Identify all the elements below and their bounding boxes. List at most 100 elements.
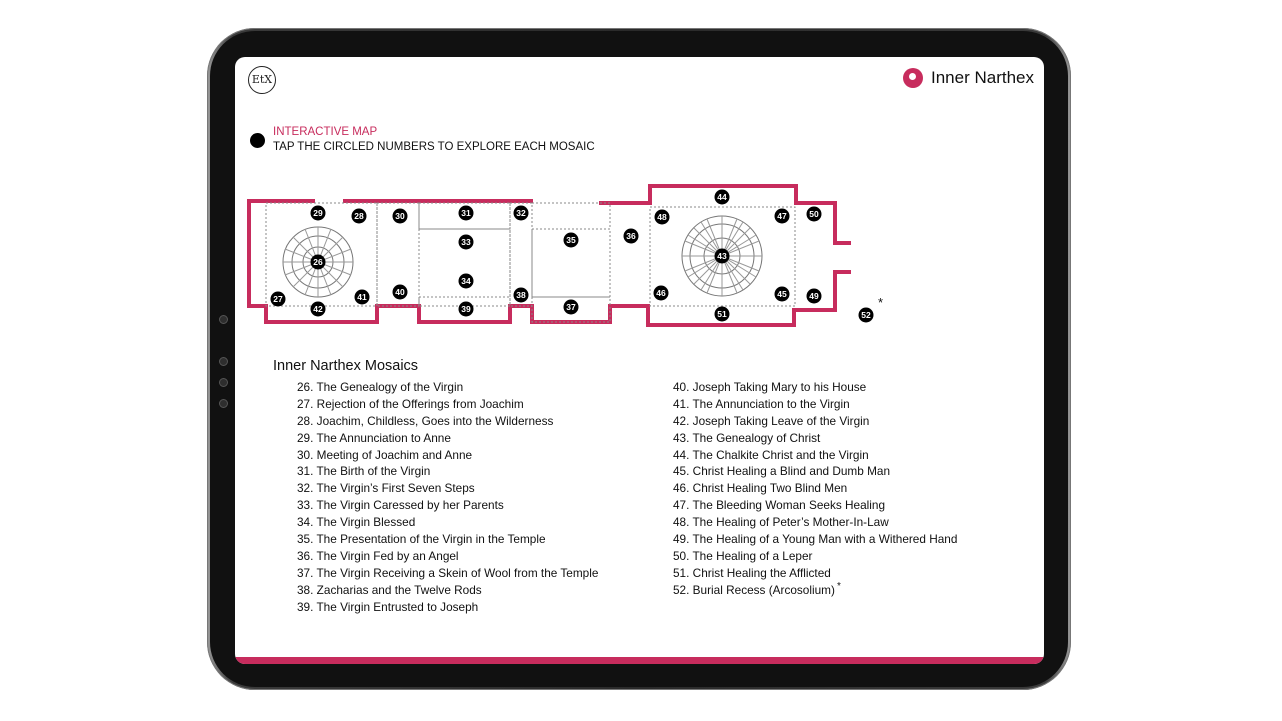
list-item[interactable]: 47. The Bleeding Woman Seeks Healing (673, 498, 886, 513)
svg-text:49: 49 (809, 291, 819, 301)
mosaic-marker-39[interactable]: 39 (458, 301, 474, 317)
map-title: INTERACTIVE MAP (273, 126, 378, 138)
map-bullet-icon (250, 133, 265, 148)
camera-icon (219, 357, 228, 366)
map-header: INTERACTIVE MAP TAP THE CIRCLED NUMBERS … (273, 125, 595, 154)
list-item[interactable]: 40. Joseph Taking Mary to his House (673, 380, 867, 394)
list-item[interactable]: 41. The Annunciation to the Virgin (673, 396, 850, 411)
mosaic-marker-33[interactable]: 33 (458, 234, 474, 250)
list-item[interactable]: 31. The Birth of the Virgin (297, 464, 431, 479)
svg-text:51: 51 (717, 309, 727, 319)
location-pin-icon (903, 68, 923, 88)
mosaic-marker-46[interactable]: 46 (653, 285, 669, 301)
marker-52-footnote-star: * (878, 295, 883, 310)
list-item[interactable]: 49. The Healing of a Young Man with a Wi… (673, 532, 958, 547)
list-item[interactable]: 30. Meeting of Joachim and Anne (297, 447, 473, 462)
list-item[interactable]: 38. Zacharias and the Twelve Rods (297, 582, 482, 597)
svg-text:29: 29 (313, 208, 323, 218)
list-item-text: 52. Burial Recess (Arcosolium) (673, 582, 835, 597)
mosaic-marker-40[interactable]: 40 (392, 284, 408, 300)
plan-rooms (265, 202, 796, 323)
svg-text:48: 48 (657, 212, 667, 222)
svg-text:34: 34 (461, 276, 471, 286)
floor-plan-map: 26 27 28 29 30 31 32 33 34 35 36 37 38 3… (247, 184, 883, 327)
mosaic-marker-32[interactable]: 32 (513, 205, 529, 221)
svg-text:43: 43 (717, 251, 727, 261)
mosaic-marker-31[interactable]: 31 (458, 205, 474, 221)
mosaic-marker-49[interactable]: 49 (806, 288, 822, 304)
mosaic-list-right: 40. Joseph Taking Mary to his House 41. … (673, 379, 957, 599)
location-title: Inner Narthex (931, 68, 1034, 87)
svg-text:46: 46 (656, 288, 666, 298)
side-button (219, 378, 228, 387)
list-item[interactable]: 48. The Healing of Peter’s Mother-In-Law (673, 515, 889, 530)
svg-text:52: 52 (861, 310, 871, 320)
list-item[interactable]: 42. Joseph Taking Leave of the Virgin (673, 413, 870, 428)
svg-text:32: 32 (516, 208, 526, 218)
app-screen: EtX Inner Narthex INTERACTIVE MAP TAP TH… (235, 57, 1044, 664)
list-item[interactable]: 51. Christ Healing the Afflicted (673, 565, 831, 580)
list-item[interactable]: 34. The Virgin Blessed (297, 515, 416, 530)
mosaic-list-heading: Inner Narthex Mosaics (273, 358, 419, 374)
list-item[interactable]: 27. Rejection of the Offerings from Joac… (297, 396, 524, 411)
mosaic-marker-45[interactable]: 45 (774, 286, 790, 302)
mosaic-marker-44[interactable]: 44 (714, 189, 730, 205)
side-button (219, 399, 228, 408)
bottom-accent-bar (235, 657, 1044, 664)
mosaic-marker-41[interactable]: 41 (354, 289, 370, 305)
app-logo[interactable]: EtX (248, 66, 276, 94)
svg-text:50: 50 (809, 209, 819, 219)
mosaic-marker-43[interactable]: 43 (714, 248, 730, 264)
mosaic-marker-51[interactable]: 51 (714, 306, 730, 322)
mosaic-marker-50[interactable]: 50 (806, 206, 822, 222)
list-item[interactable]: 37. The Virgin Receiving a Skein of Wool… (297, 565, 599, 580)
svg-text:27: 27 (273, 294, 283, 304)
svg-text:28: 28 (354, 211, 364, 221)
list-item[interactable]: 43. The Genealogy of Christ (673, 430, 821, 445)
mosaic-marker-35[interactable]: 35 (563, 232, 579, 248)
list-item[interactable]: 45. Christ Healing a Blind and Dumb Man (673, 464, 891, 479)
svg-text:45: 45 (777, 289, 787, 299)
list-item[interactable]: 50. The Healing of a Leper (673, 548, 813, 563)
list-item[interactable]: 44. The Chalkite Christ and the Virgin (673, 447, 869, 462)
mosaic-marker-27[interactable]: 27 (270, 291, 286, 307)
side-button (219, 315, 228, 324)
list-item[interactable]: 35. The Presentation of the Virgin in th… (297, 532, 546, 547)
svg-text:36: 36 (626, 231, 636, 241)
list-item[interactable]: 39. The Virgin Entrusted to Joseph (297, 599, 479, 614)
svg-text:41: 41 (357, 292, 367, 302)
map-instructions: TAP THE CIRCLED NUMBERS TO EXPLORE EACH … (273, 140, 595, 153)
svg-text:38: 38 (516, 290, 526, 300)
mosaic-marker-38[interactable]: 38 (513, 287, 529, 303)
mosaic-marker-37[interactable]: 37 (563, 299, 579, 315)
footnote-star: * (836, 580, 841, 592)
mosaic-marker-29[interactable]: 29 (310, 205, 326, 221)
list-item[interactable]: 52. Burial Recess (Arcosolium)* (673, 580, 957, 599)
list-item[interactable]: 28. Joachim, Childless, Goes into the Wi… (297, 413, 554, 428)
svg-text:26: 26 (313, 257, 323, 267)
list-item[interactable]: 26. The Genealogy of the Virgin (297, 380, 464, 394)
location-indicator: Inner Narthex (903, 68, 1034, 88)
mosaic-marker-48[interactable]: 48 (654, 209, 670, 225)
svg-text:37: 37 (566, 302, 576, 312)
list-item[interactable]: 36. The Virgin Fed by an Angel (297, 548, 459, 563)
svg-text:40: 40 (395, 287, 405, 297)
mosaic-marker-28[interactable]: 28 (351, 208, 367, 224)
mosaic-marker-47[interactable]: 47 (774, 208, 790, 224)
mosaic-marker-36[interactable]: 36 (623, 228, 639, 244)
svg-text:30: 30 (395, 211, 405, 221)
dome-26 (282, 226, 354, 298)
list-item[interactable]: 32. The Virgin’s First Seven Steps (297, 481, 475, 496)
svg-text:42: 42 (313, 304, 323, 314)
svg-text:31: 31 (461, 208, 471, 218)
mosaic-marker-42[interactable]: 42 (310, 301, 326, 317)
mosaic-marker-52[interactable]: 52 (858, 307, 874, 323)
mosaic-marker-30[interactable]: 30 (392, 208, 408, 224)
mosaic-marker-26[interactable]: 26 (310, 254, 326, 270)
svg-text:47: 47 (777, 211, 787, 221)
list-item[interactable]: 46. Christ Healing Two Blind Men (673, 481, 848, 496)
list-item[interactable]: 33. The Virgin Caressed by her Parents (297, 498, 504, 513)
mosaic-marker-34[interactable]: 34 (458, 273, 474, 289)
list-item[interactable]: 29. The Annunciation to Anne (297, 430, 451, 445)
mosaic-list-left: 26. The Genealogy of the Virgin 27. Reje… (297, 379, 598, 615)
